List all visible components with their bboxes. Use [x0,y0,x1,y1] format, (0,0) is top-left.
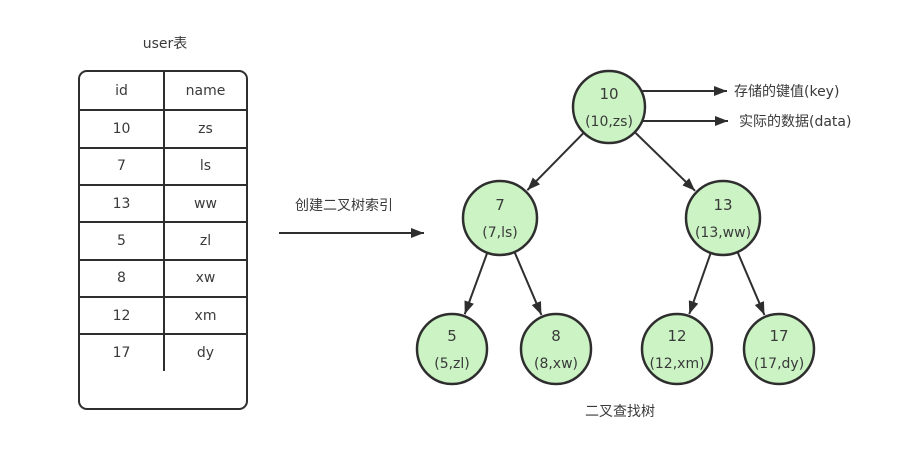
table-cell-id: 10 [80,111,165,147]
tree-node-data: (10,zs) [585,114,633,130]
tree-node-circle [571,69,647,145]
table-row: 10 zs [80,109,246,147]
table-header-row: id name [80,72,246,110]
tree-node-circle [742,312,816,386]
tree-edge-10-7 [526,132,584,191]
table-row: 7 ls [80,146,246,184]
tree-node-7: 7 (7,ls) [461,179,539,257]
transform-arrow-label: 创建二叉树索引 [295,198,393,214]
tree-edge-13-12 [688,253,712,315]
tree-node-circle [640,312,714,386]
tree-node-circle [461,179,539,257]
table-cell-id: 7 [80,148,165,184]
tree-node-key: 17 [769,327,788,345]
tree-node-data: (12,xm) [649,356,704,372]
data-annotation-label: 实际的数据(data) [739,114,852,130]
table-cell-name: ww [194,195,217,212]
tree-node-12: 12 (12,xm) [640,312,714,386]
table-title: user表 [142,36,188,52]
table-cell-name: ls [199,158,212,175]
table-header-cell-name: name [185,82,226,99]
tree-node-key: 12 [667,327,686,345]
table-cell-id: 8 [80,260,165,296]
tree-node-key: 13 [713,196,732,214]
table-row: 5 zl [80,221,246,259]
tree-node-8: 8 (8,xw) [519,312,593,386]
tree-node-data: (7,ls) [482,225,517,241]
table-row: 17 dy [80,333,246,371]
tree-node-circle [415,312,489,386]
tree-edge-7-5 [463,253,488,315]
table-row: 12 xm [80,295,246,334]
table-cell-name: zl [199,232,212,249]
tree-node-key: 10 [599,85,618,103]
table-cell-id: 5 [80,223,165,259]
user-table: id name 10 zs 7 ls 13 ww 5 zl 8 xw 12 xm 17 dy [78,70,248,410]
table-row: 8 xw [80,258,246,296]
table-cell-name: xw [195,270,216,287]
table-cell-name: zs [198,120,213,137]
key-annotation-label: 存储的键值(key) [734,84,840,100]
table-cell-name: xm [194,307,217,324]
table-cell-id: 17 [80,335,165,371]
tree-caption: 二叉查找树 [585,404,655,420]
table-row: 13 ww [80,183,246,222]
tree-node-circle [684,179,762,257]
tree-node-10: 10 (10,zs) [571,69,647,145]
tree-node-key: 5 [447,327,457,345]
tree-edge-13-17 [737,252,766,316]
table-cell-id: 13 [80,185,165,222]
tree-edge-7-8 [514,252,543,316]
tree-edge-10-13 [634,132,696,192]
tree-node-circle [519,312,593,386]
tree-node-key: 8 [551,327,561,345]
tree-node-5: 5 (5,zl) [415,312,489,386]
tree-node-data: (8,xw) [534,356,578,372]
tree-node-data: (17,dy) [754,356,804,372]
tree-node-data: (13,ww) [695,225,751,241]
table-header-cell-id: id [80,72,165,110]
table-cell-name: dy [196,344,215,361]
tree-node-key: 7 [495,196,505,214]
tree-node-13: 13 (13,ww) [684,179,762,257]
tree-node-17: 17 (17,dy) [742,312,816,386]
tree-node-data: (5,zl) [434,356,470,372]
table-cell-id: 12 [80,297,165,334]
